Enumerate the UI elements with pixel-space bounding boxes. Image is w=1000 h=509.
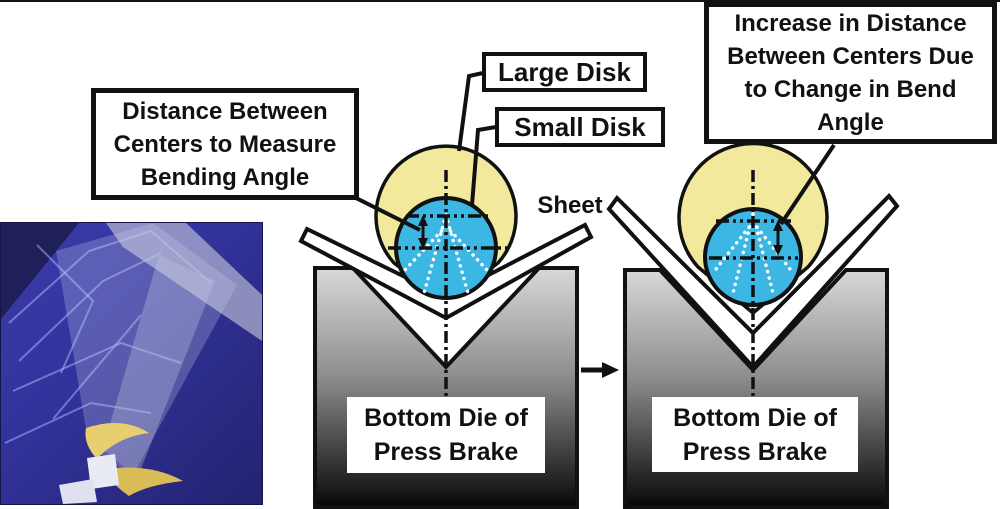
transition-arrow-icon xyxy=(581,362,619,378)
large-disk-callout: Large Disk xyxy=(482,52,647,92)
center-reference-lines xyxy=(388,170,512,400)
photo-punch-blade xyxy=(101,255,215,479)
sheet-contact-dotted-lines xyxy=(714,212,792,299)
distance-leader-line xyxy=(351,194,421,232)
top-border-rule xyxy=(0,0,1000,2)
bottom-die-label-before: Bottom Die of Press Brake xyxy=(347,397,545,473)
photo-translucent-panel xyxy=(56,223,237,475)
increase-leader-line xyxy=(779,143,836,226)
callout-leader-lines xyxy=(351,71,836,232)
photo-white-block-2 xyxy=(59,479,97,504)
photo-yellow-disk-edge-2 xyxy=(105,467,183,496)
large-disk-leader-line xyxy=(457,71,484,152)
photo-yellow-disk-edge xyxy=(85,423,149,459)
sheet-label: Sheet xyxy=(537,192,603,219)
photo-abstract-art xyxy=(1,223,262,504)
bottom-die-label-after: Bottom Die of Press Brake xyxy=(652,397,858,472)
distance-between-centers-callout: Distance Between Centers to Measure Bend… xyxy=(91,88,359,200)
press-brake-photo xyxy=(0,222,263,505)
photo-white-block xyxy=(87,454,119,489)
increase-in-distance-callout: Increase in Distance Between Centers Due… xyxy=(704,2,997,144)
small-disk-callout: Small Disk xyxy=(495,107,665,147)
center-reference-lines xyxy=(709,170,801,398)
photo-bright-band xyxy=(106,223,262,341)
sheet-contact-dotted-lines xyxy=(402,213,490,295)
small-disk-leader-line xyxy=(470,125,497,206)
distance-measure-arrow xyxy=(418,215,428,249)
distance-measure-arrow xyxy=(773,220,783,256)
photo-dark-corner xyxy=(1,223,79,319)
